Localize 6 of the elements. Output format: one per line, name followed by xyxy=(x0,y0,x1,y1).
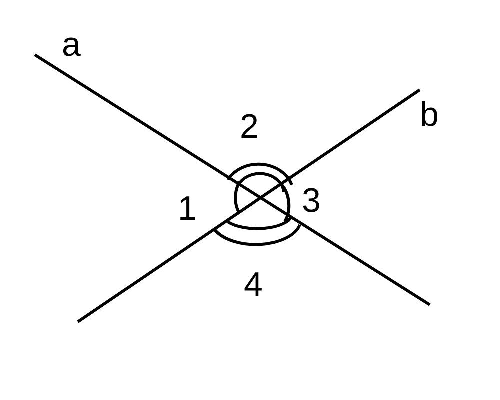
angle-label: 1 xyxy=(178,192,197,226)
angle-label: 4 xyxy=(244,268,263,302)
line-label: a xyxy=(62,28,81,62)
angle-label: 2 xyxy=(240,110,259,144)
line-label: b xyxy=(420,98,439,132)
angle-label: 3 xyxy=(302,184,321,218)
